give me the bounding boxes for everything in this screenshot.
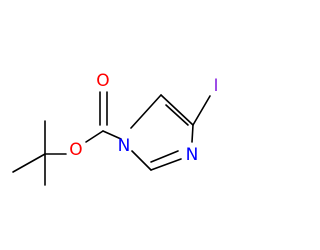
bond-tbutyl-methyl-left	[12, 153, 46, 173]
bond-c4-iodine	[192, 95, 211, 126]
bond-n1-c5	[130, 94, 162, 129]
bond-n3-c2-a	[150, 158, 182, 171]
bond-c2-n1	[131, 150, 152, 171]
bond-c5-c4-b	[165, 104, 189, 126]
atom-nitrogen-3: N	[186, 145, 199, 165]
bond-c5-c4-a	[160, 94, 194, 126]
molecule-diagram: O O N N I	[12, 71, 219, 186]
bond-ester-oxygen-to-carbonyl	[85, 130, 104, 143]
atom-ester-oxygen: O	[69, 140, 82, 160]
bond-carbonyl-to-n1	[102, 130, 122, 140]
atom-nitrogen-1: N	[118, 136, 131, 156]
bond-c4-n3	[191, 124, 194, 143]
bond-n3-c2-b	[150, 150, 179, 163]
atom-carbonyl-oxygen: O	[96, 71, 109, 91]
atom-iodine: I	[213, 76, 218, 96]
